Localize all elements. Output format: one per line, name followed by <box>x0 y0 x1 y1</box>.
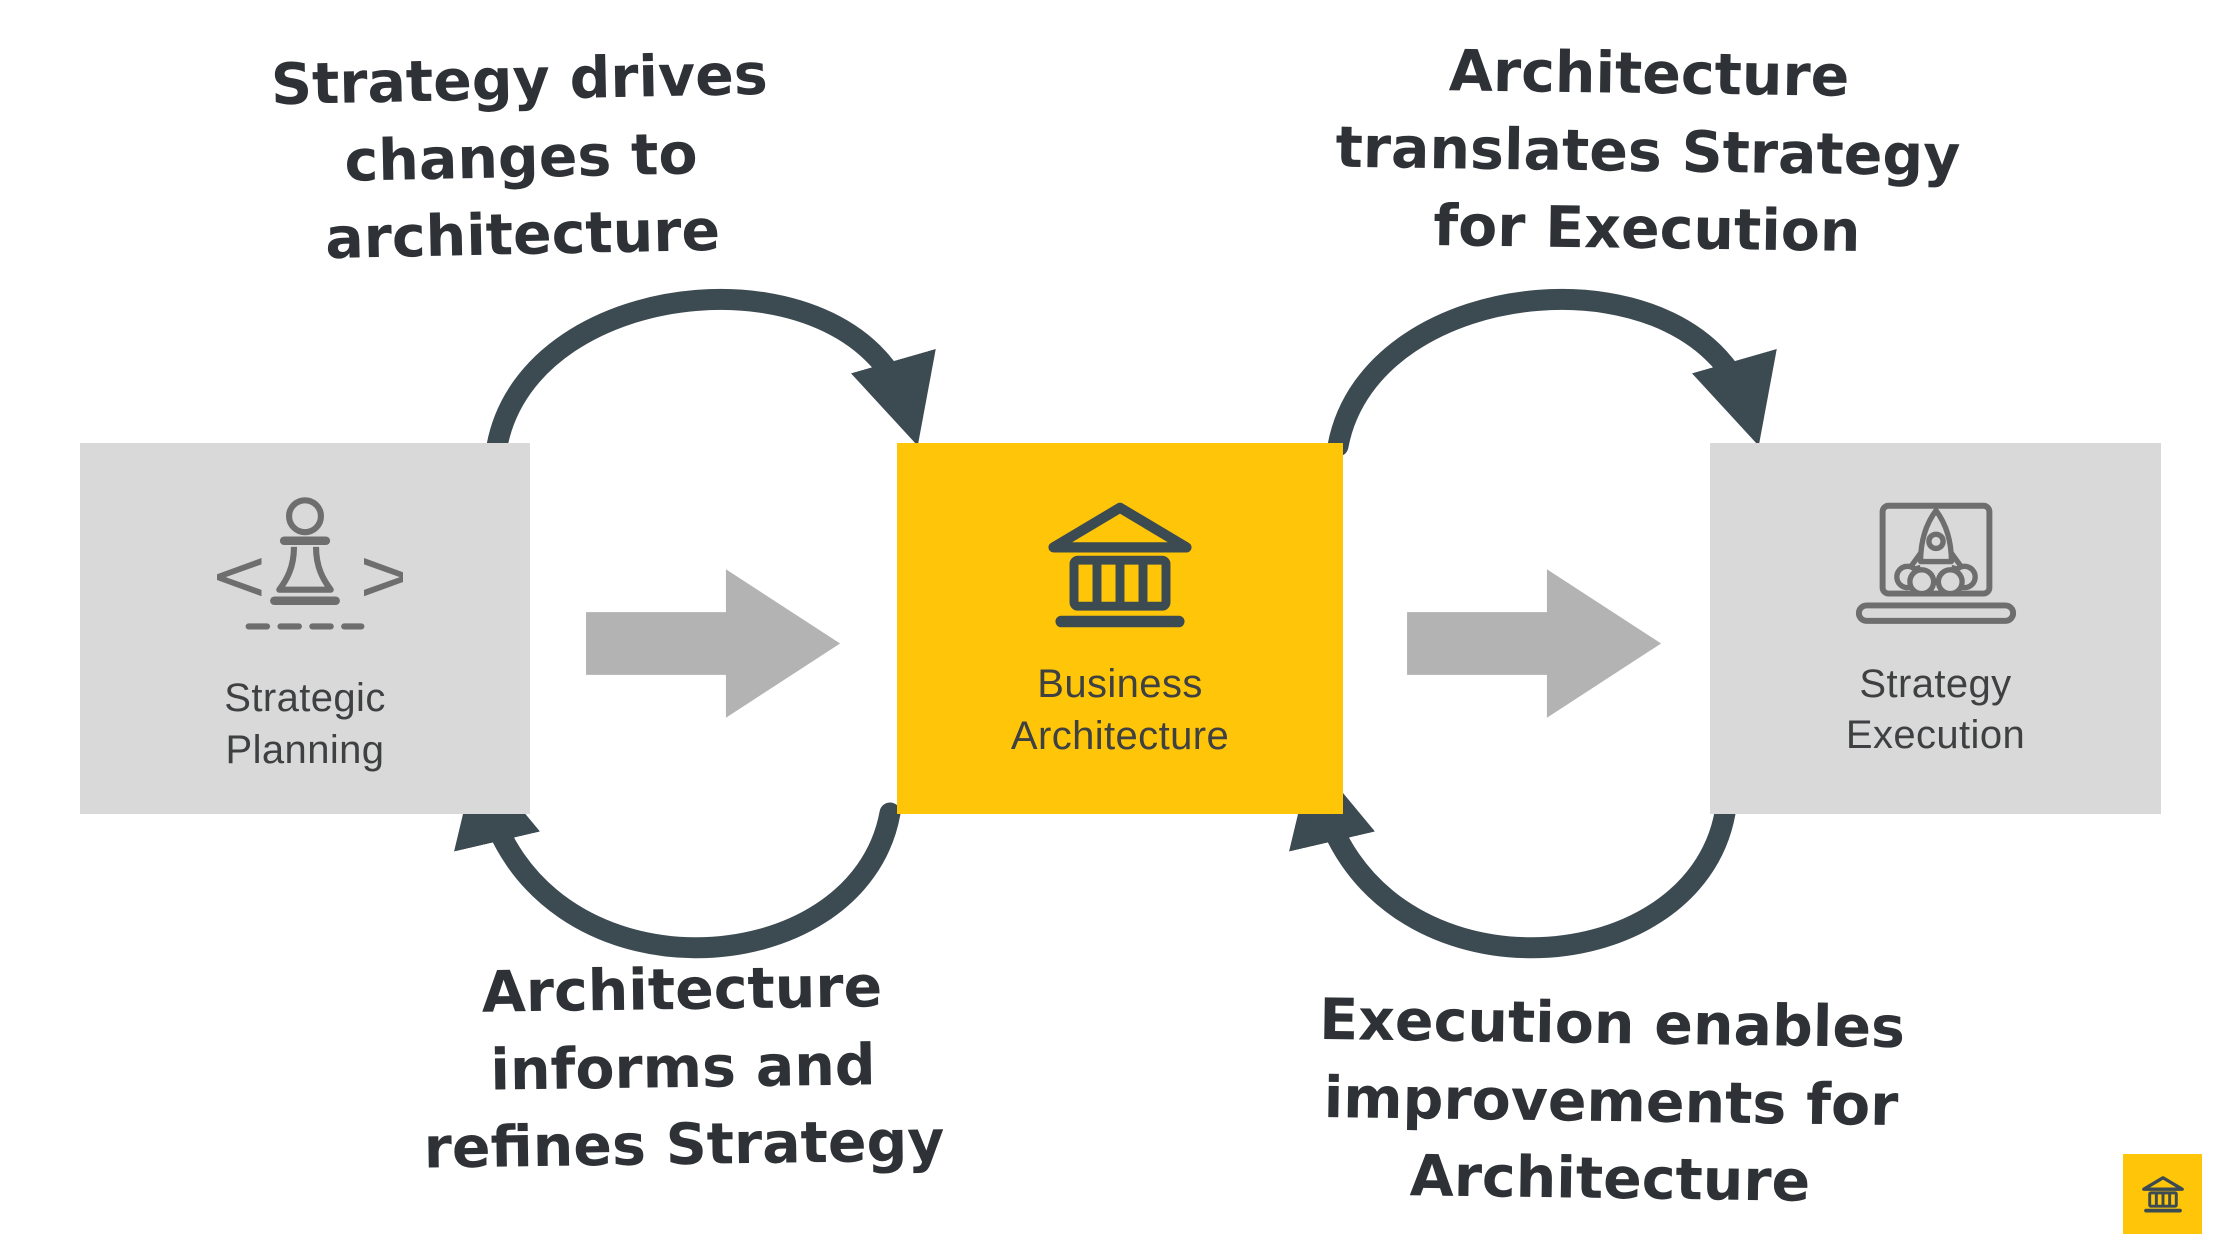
bank-icon <box>1048 502 1192 628</box>
flow-arrow-right-icon <box>586 569 841 718</box>
rocket-launch-laptop-icon <box>1855 502 2016 624</box>
annotation-line: informs and <box>489 1031 877 1104</box>
annotation-line: architecture <box>324 197 721 273</box>
annotation-line: Architecture <box>481 954 883 1026</box>
annotation-line: refines Strategy <box>423 1108 945 1182</box>
annotation-line: improvements for <box>1323 1064 1899 1139</box>
annotation-line: Architecture <box>1409 1143 1811 1215</box>
svg-text:<: < <box>209 534 269 617</box>
bank-logo-icon <box>2141 1176 2184 1213</box>
annotation-line: for Execution <box>1432 193 1861 266</box>
annotation-line: Execution enables <box>1318 986 1906 1062</box>
box-label-strategy-execution: Strategy Execution <box>1845 661 2026 757</box>
annotation-line: Strategy drives <box>270 41 769 119</box>
chess-strategy-icon: < > <box>209 497 403 630</box>
annotation-architecture-translates-strategy: Architecture translates Strategy for Exe… <box>1286 31 2009 274</box>
cycle-arrow-bottom-left <box>454 755 901 959</box>
logo-badge <box>2123 1154 2202 1234</box>
box-business-architecture: Business Architecture <box>897 443 1343 814</box>
svg-text:>: > <box>356 534 403 617</box>
annotation-line: Architecture <box>1448 38 1850 110</box>
box-label-strategic-planning: Strategic Planning <box>224 676 386 772</box>
annotation-execution-enables-improvements: Execution enables improvements for Archi… <box>1249 981 1972 1224</box>
annotation-line: translates Strategy <box>1335 114 1961 189</box>
annotation-strategy-drives-changes: Strategy drives changes to architecture <box>219 36 824 281</box>
annotation-line: changes to <box>343 120 699 195</box>
box-label-business-architecture: Business Architecture <box>1010 662 1230 758</box>
cycle-arrow-bottom-right <box>1289 755 1736 959</box>
cycle-arrow-top-left <box>486 289 936 457</box>
box-strategic-planning: < > Strategic Planning <box>80 443 530 814</box>
annotation-architecture-informs-strategy: Architecture informs and refines Strateg… <box>381 948 984 1189</box>
box-strategy-execution: Strategy Execution <box>1710 443 2161 814</box>
cycle-arrow-top-right <box>1327 289 1777 457</box>
flow-arrow-right-icon <box>1407 569 1662 718</box>
